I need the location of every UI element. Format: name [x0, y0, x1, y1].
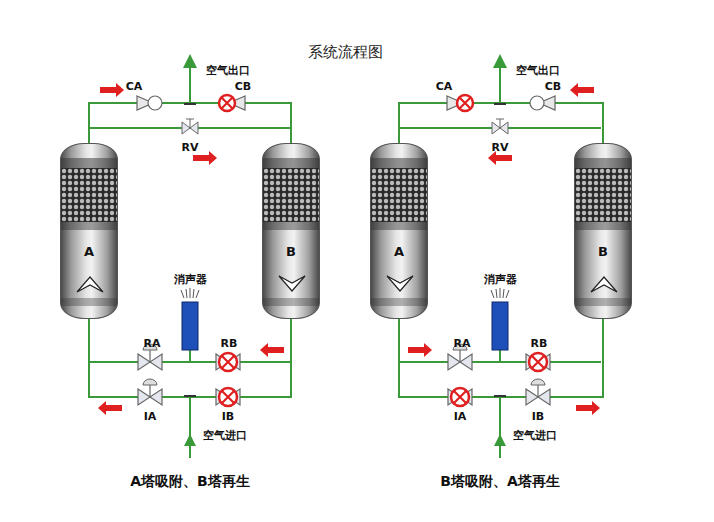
tower-letter: A [371, 244, 427, 259]
part-label: RV [492, 141, 509, 154]
tower-internals [61, 144, 117, 318]
part-label: 空气出口 [516, 63, 560, 78]
tower-letter: B [263, 244, 319, 259]
adsorption-tower: A [370, 143, 428, 319]
adsorption-tower: B [574, 143, 632, 319]
tower-internals [263, 144, 319, 318]
panel-caption: A塔吸附、B塔再生 [130, 473, 250, 491]
part-label: CA [436, 80, 453, 93]
panel-caption: B塔吸附、A塔再生 [440, 473, 560, 491]
part-label: IB [532, 410, 544, 423]
part-label: CB [545, 80, 561, 93]
part-label: 消声器 [484, 272, 517, 287]
part-label: RB [221, 337, 238, 350]
part-label: RV [182, 141, 199, 154]
part-label: 消声器 [174, 272, 207, 287]
tower-letter: B [575, 244, 631, 259]
diagram-title: 系统流程图 [308, 43, 383, 62]
adsorption-tower: A [60, 143, 118, 319]
tower-internals [371, 144, 427, 318]
part-label: 空气进口 [203, 428, 247, 443]
pipe-line [399, 103, 603, 143]
part-label: RA [144, 337, 161, 350]
part-label: CB [235, 80, 251, 93]
part-label: IA [454, 410, 467, 423]
tower-internals [575, 144, 631, 318]
part-label: IA [144, 410, 157, 423]
part-label: CA [126, 80, 143, 93]
adsorption-tower: B [262, 143, 320, 319]
part-label: RB [531, 337, 548, 350]
part-label: 空气进口 [513, 428, 557, 443]
tower-letter: A [61, 244, 117, 259]
part-label: 空气出口 [206, 63, 250, 78]
part-label: IB [222, 410, 234, 423]
part-label: RA [454, 337, 471, 350]
